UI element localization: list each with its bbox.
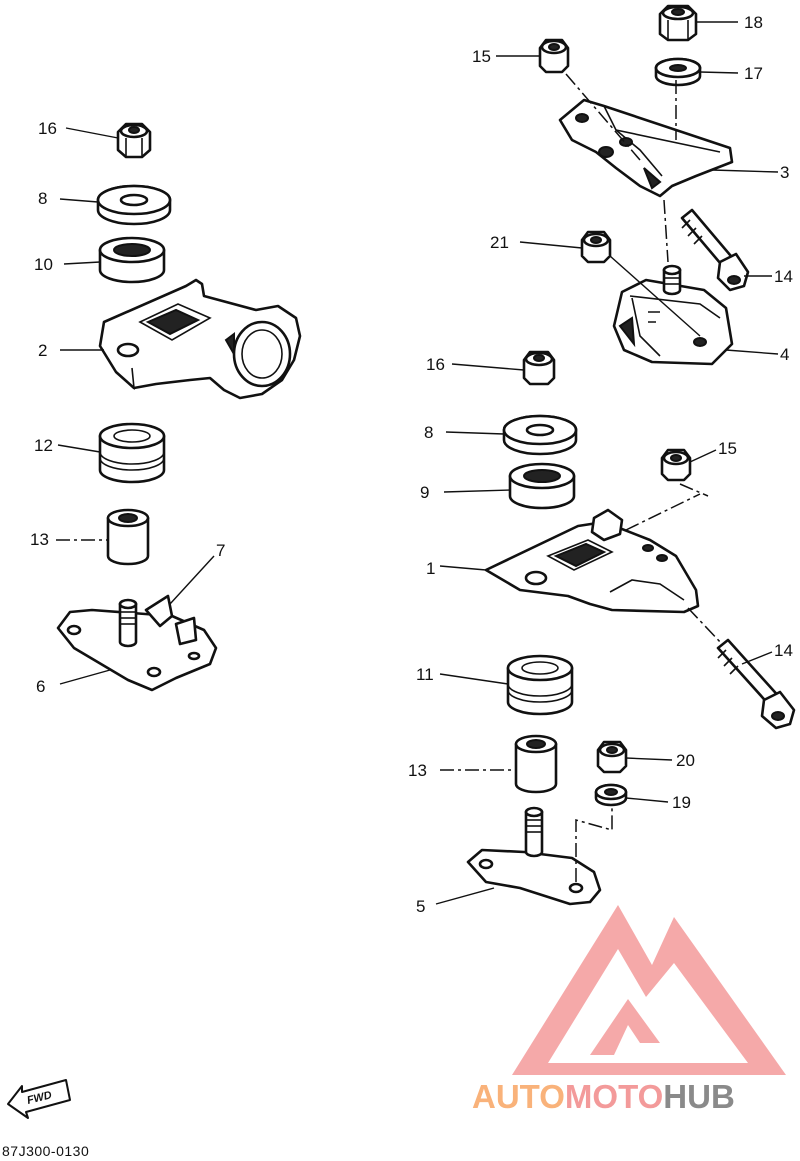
callout-18: 18 [744, 13, 763, 32]
watermark-word-auto: AUTO [472, 1078, 565, 1115]
part-3-bracket-right [558, 98, 734, 198]
part-15-nut-mid [660, 448, 692, 482]
callout-9: 9 [420, 483, 429, 502]
part-2-bracket-left [98, 278, 302, 400]
callout-8-left: 8 [38, 189, 47, 208]
callout-19: 19 [672, 793, 691, 812]
part-13-collar-right [514, 734, 558, 794]
part-16-nut-right [522, 350, 556, 386]
callout-13-left: 13 [30, 530, 49, 549]
callout-16-left: 16 [38, 119, 57, 138]
callout-11: 11 [416, 665, 434, 684]
drawing-code: 87J300-0130 [2, 1143, 90, 1159]
part-20-nut [596, 740, 628, 774]
callout-5: 5 [416, 897, 425, 916]
callout-6: 6 [36, 677, 45, 696]
part-8-washer-right [502, 414, 578, 456]
part-10-spacer-left [98, 236, 166, 284]
callout-10: 10 [34, 255, 53, 274]
part-11-grommet-right [506, 654, 574, 716]
part-1-bracket-right [484, 508, 700, 614]
part-18-nut-right [658, 4, 698, 42]
callout-14-bottom: 14 [774, 641, 793, 660]
part-5-plate-right [466, 806, 602, 906]
part-13-collar-left [106, 508, 150, 566]
part-14-bolt-top [680, 208, 750, 292]
part-21-nut [580, 230, 612, 264]
callout-8-right: 8 [424, 423, 433, 442]
part-14-bolt-bottom [716, 638, 796, 730]
callout-2: 2 [38, 341, 47, 360]
callout-7: 7 [216, 541, 225, 560]
fwd-arrow-icon: FWD [7, 1079, 71, 1119]
part-19-washer [594, 783, 628, 807]
automotohub-logo-icon [512, 905, 786, 1075]
callout-21: 21 [490, 233, 509, 252]
callout-15-mid: 15 [718, 439, 737, 458]
part-15-nut-top [538, 38, 570, 74]
part-12-grommet-left [98, 422, 166, 484]
callout-17: 17 [744, 64, 763, 83]
part-9-spacer-right [508, 462, 576, 510]
callout-12: 12 [34, 436, 53, 455]
watermark-word-hub: HUB [663, 1078, 735, 1115]
watermark-word-moto: MOTO [564, 1078, 664, 1115]
fwd-label: FWD [26, 1089, 53, 1107]
part-4-mount-block [612, 264, 734, 366]
watermark-text: AUTOMOTOHUB [472, 1078, 735, 1116]
part-16-nut-left [116, 122, 152, 159]
callout-20: 20 [676, 751, 695, 770]
part-6-plate-left [56, 594, 218, 692]
callout-1: 1 [426, 559, 435, 578]
callout-14-top: 14 [774, 267, 793, 286]
callout-13-right: 13 [408, 761, 427, 780]
callout-3: 3 [780, 163, 789, 182]
callout-4: 4 [780, 345, 789, 364]
callout-16-right: 16 [426, 355, 445, 374]
part-17-washer-right [654, 57, 702, 87]
part-8-washer-left [96, 184, 172, 226]
callout-15-top: 15 [472, 47, 491, 66]
